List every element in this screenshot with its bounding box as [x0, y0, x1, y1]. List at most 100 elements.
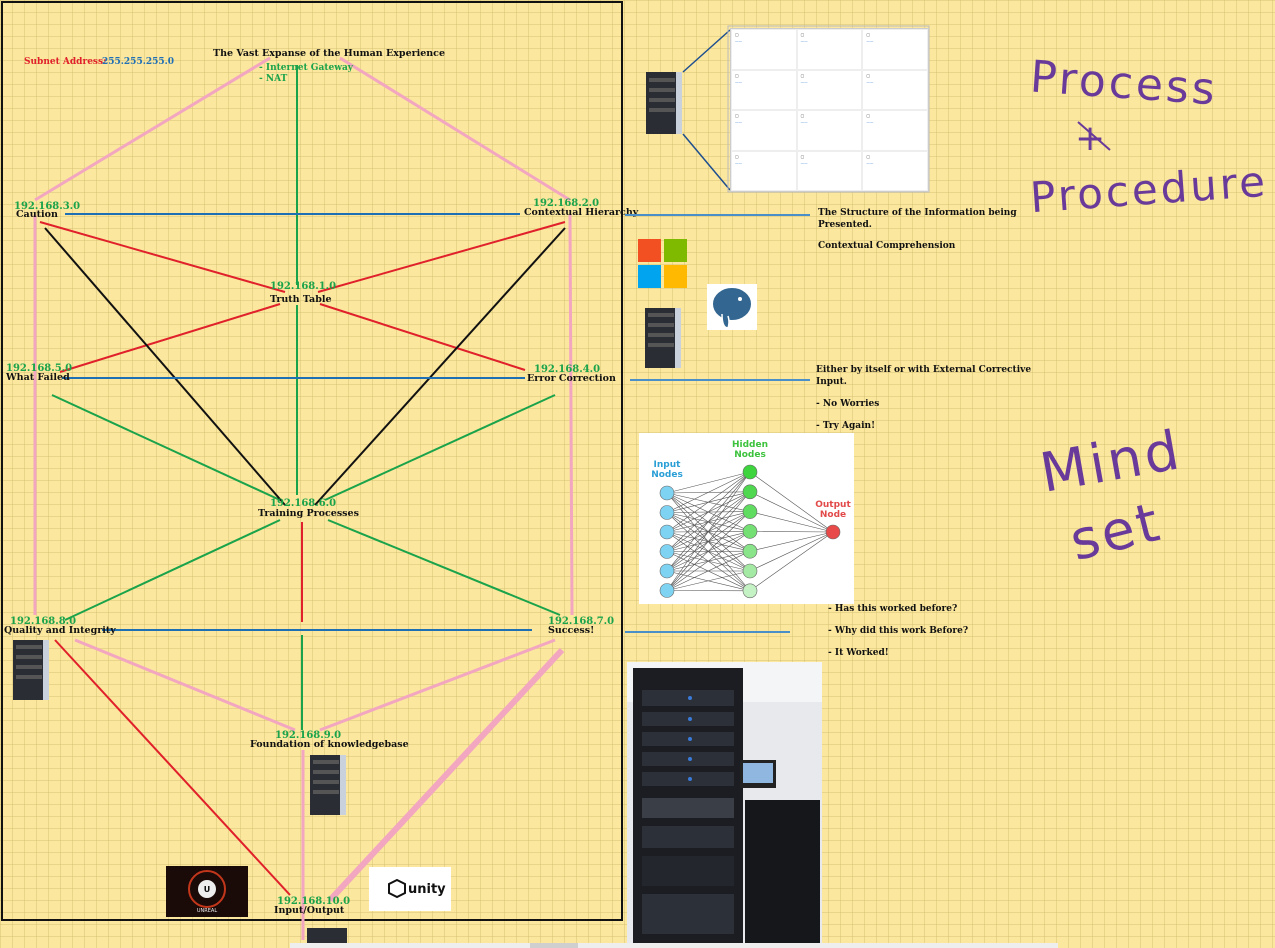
node-name: Success!: [548, 625, 594, 636]
nn-input-node: [659, 505, 675, 520]
edge-green: [327, 519, 561, 616]
nn-edge: [666, 471, 751, 552]
node-name: Foundation of knowledgebase: [250, 739, 409, 750]
node-ip: 192.168.5.0: [6, 363, 72, 374]
connector-line: [682, 133, 731, 191]
edge-green: [64, 519, 281, 621]
top-title: The Vast Expanse of the Human Experience: [213, 48, 445, 59]
nn-edge: [749, 531, 834, 572]
edges: [33, 56, 574, 940]
mindset-line: - Why did this work Before?: [828, 626, 969, 636]
panel-cell: ▢——: [796, 29, 863, 70]
node-ip: 192.168.9.0: [275, 730, 341, 741]
input-nodes-label-2: Nodes: [651, 470, 683, 480]
edge-pink: [74, 638, 296, 732]
nn-hidden-node: [742, 583, 758, 599]
panel-cell: ▢——: [731, 110, 797, 151]
panel-cell: ▢——: [862, 69, 928, 110]
edge-pink-thick: [327, 647, 565, 903]
plus-stroke: [1077, 121, 1111, 151]
diagram-frame: [1, 1, 623, 921]
panel-cell: ▢——: [862, 110, 928, 151]
nn-input-node: [659, 524, 675, 540]
horizontal-scrollbar[interactable]: [290, 943, 1058, 948]
node-ip: 192.168.10.0: [277, 896, 350, 907]
svg-text:unity: unity: [408, 882, 446, 897]
edge-black: [44, 227, 286, 506]
hidden-nodes-label-1: Hidden: [732, 440, 768, 450]
panel-cell: ▢——: [731, 69, 797, 110]
nn-edge: [749, 491, 834, 533]
nn-edge: [749, 531, 834, 552]
mindset-line: - Try Again!: [816, 421, 876, 431]
nn-edge: [749, 471, 834, 533]
nn-edge: [749, 531, 834, 533]
edge-green: [51, 394, 281, 501]
node-ip: 192.168.2.0: [533, 198, 599, 209]
input-nodes-label-1: Input: [654, 460, 682, 470]
edge-pink: [34, 56, 271, 202]
node-ip: 192.168.6.0: [270, 498, 336, 509]
contextual-note: Contextual Comprehension: [818, 241, 956, 251]
mindset-line: - No Worries: [816, 399, 880, 409]
unity-logo: unity: [369, 867, 451, 911]
subnet-label: Subnet Address:: [24, 57, 106, 67]
server-rack-image: [13, 640, 49, 700]
scrollbar-thumb[interactable]: [530, 943, 578, 948]
output-node-label-2: Node: [820, 510, 846, 520]
edge-red: [59, 303, 281, 373]
nn-hidden-node: [742, 464, 758, 480]
nn-edge: [666, 531, 751, 591]
node-name: Caution: [16, 209, 58, 220]
node-ip: 192.168.7.0: [548, 616, 614, 627]
panel-cell: ▢——: [796, 110, 863, 151]
edge-red: [39, 221, 286, 293]
nn-hidden-node: [742, 524, 758, 539]
nn-edge: [666, 550, 751, 591]
svg-text:U: U: [204, 885, 211, 894]
nn-edge: [666, 491, 751, 591]
nn-edge: [749, 511, 834, 533]
microsoft-logo: [638, 239, 687, 288]
nn-input-node: [659, 544, 675, 559]
nn-hidden-node: [742, 563, 758, 579]
nn-input-node: [659, 485, 675, 501]
svg-text:UNREAL: UNREAL: [197, 908, 217, 914]
mindset-line: - Has this worked before?: [828, 604, 958, 614]
nn-input-node: [659, 583, 675, 598]
panel-cell: ▢——: [796, 69, 863, 110]
top-item-nat: - NAT: [259, 74, 288, 84]
panel-cell: ▢——: [796, 150, 863, 191]
connector-line: [682, 29, 731, 73]
top-item-gateway: - Internet Gateway: [259, 63, 354, 73]
server-rack-image: [646, 72, 682, 134]
node-name: Contextual Hierarchy: [524, 207, 639, 218]
nn-edge: [666, 471, 751, 572]
nn-edge: [666, 471, 751, 513]
mindset-line: Either by itself or with External Correc…: [816, 365, 1032, 375]
nn-edge: [666, 471, 751, 533]
edge-red: [317, 221, 566, 293]
nn-output-node: [825, 524, 841, 540]
edge-black: [314, 227, 566, 506]
nn-edge: [666, 570, 751, 591]
panel-cell: ▢——: [731, 29, 797, 70]
subnet-value: 255.255.255.0: [102, 57, 174, 67]
bracket-process: [808, 11, 1027, 338]
edge-pink: [568, 214, 574, 616]
nn-edge: [666, 471, 751, 591]
mindset-note-top: Either by itself or with External Correc…: [816, 364, 1031, 432]
node-name: What Failed: [5, 372, 70, 383]
node-ip: 192.168.1.0: [270, 281, 336, 292]
unreal-engine-logo: U UNREAL: [166, 866, 248, 917]
neural-network-diagram: Input Nodes Hidden Nodes Output Node: [639, 433, 854, 604]
mindset-line: - It Worked!: [828, 648, 889, 658]
bracket-mindset: [812, 361, 1035, 664]
mindset-note-bottom: - Has this worked before? - Why did this…: [828, 603, 968, 659]
panel-cell: ▢——: [862, 29, 928, 70]
node-ip: 192.168.3.0: [14, 201, 80, 212]
node-name: Quality and Integrity: [4, 625, 116, 636]
structure-note: The Structure of the Information being P…: [818, 207, 1017, 231]
hidden-nodes-label-2: Nodes: [734, 450, 766, 460]
